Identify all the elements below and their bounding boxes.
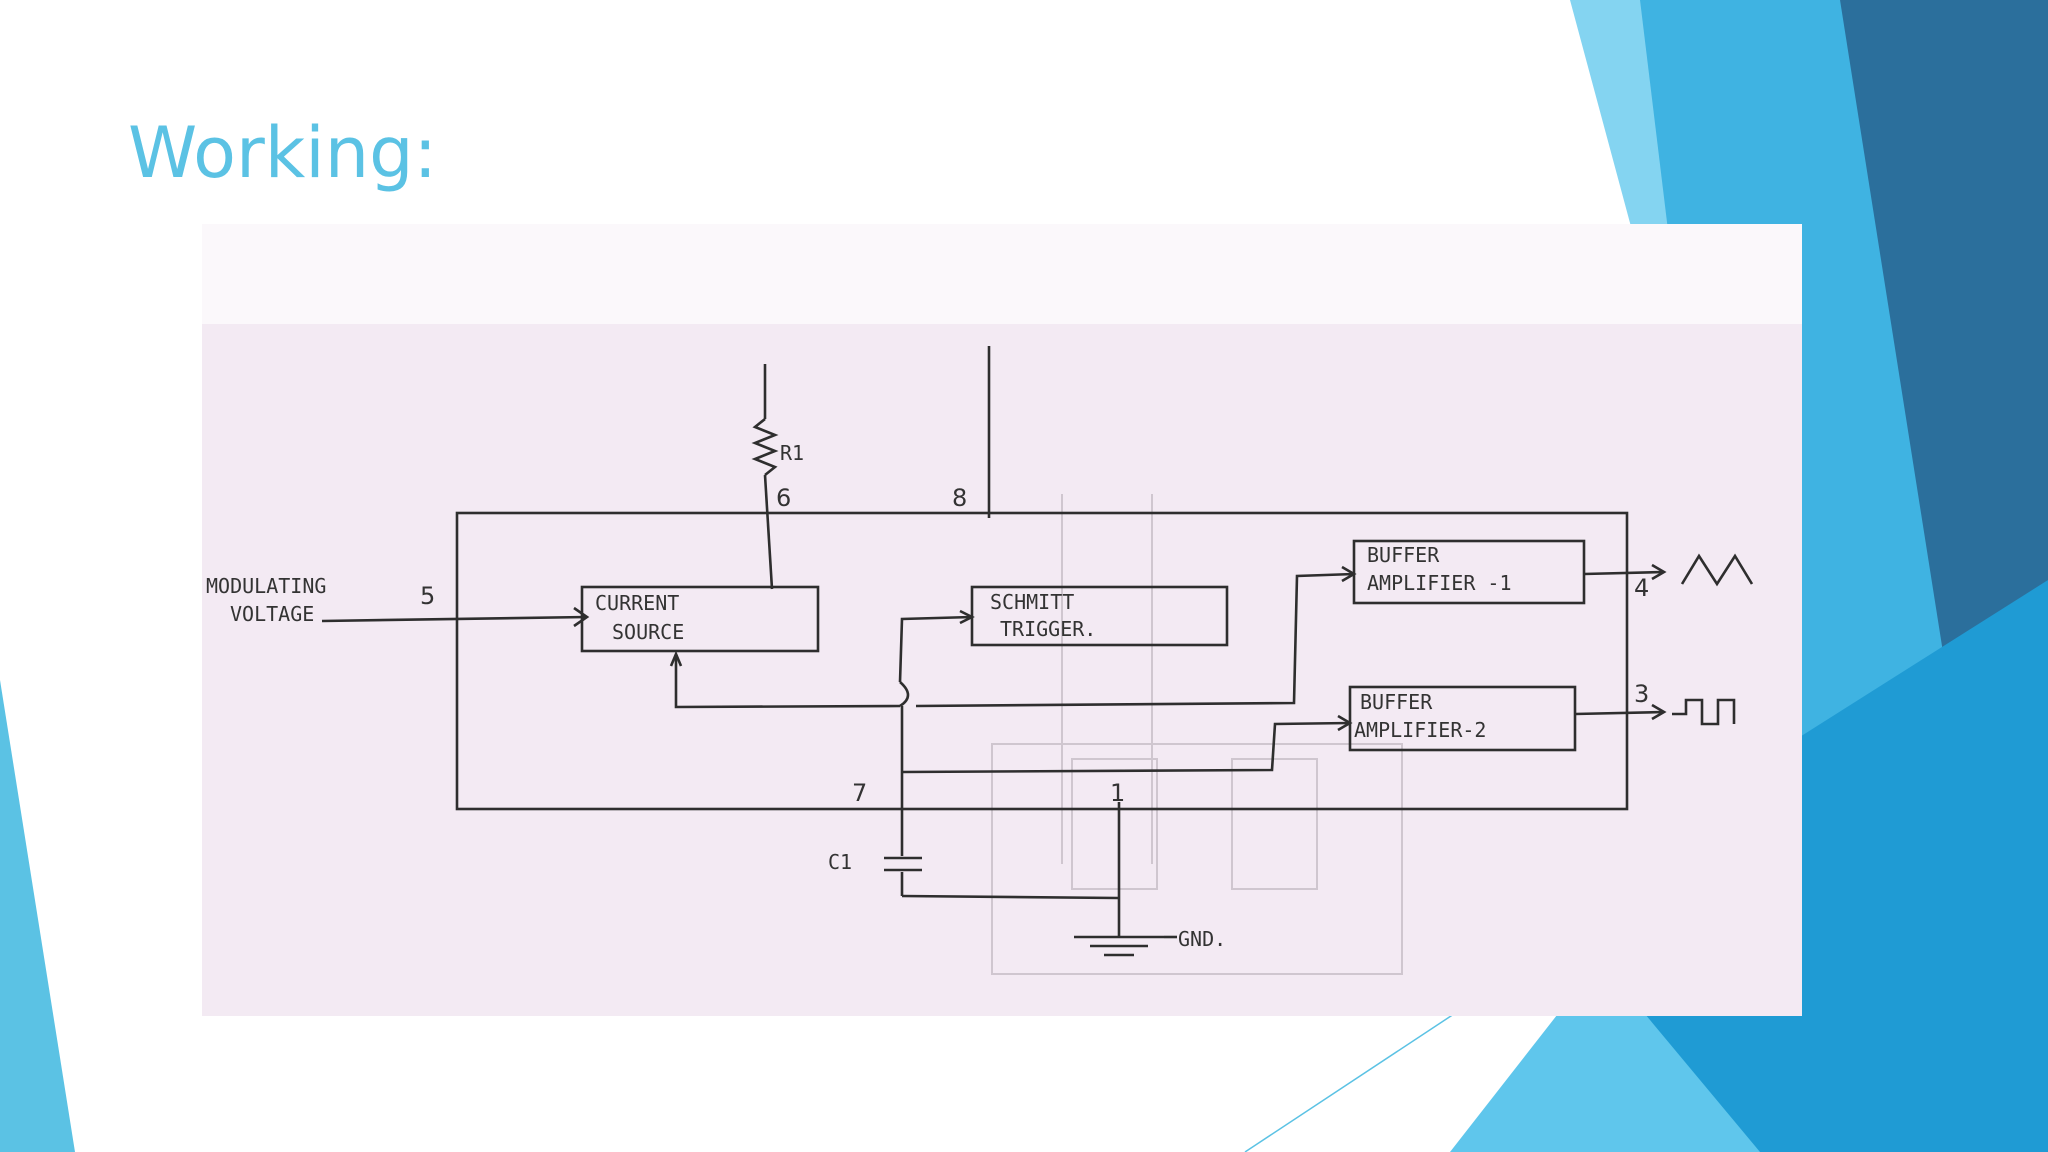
triangle-wave-icon: [1680, 553, 1754, 587]
pin-1-label: 1: [1110, 779, 1125, 807]
buffer-2-label-line1: BUFFER: [1360, 690, 1433, 714]
pin-3-label: 3: [1634, 680, 1649, 708]
buffer-1-label-line1: BUFFER: [1367, 543, 1440, 567]
schmitt-trigger-label-line1: SCHMITT: [990, 590, 1074, 614]
pin-7-label: 7: [852, 779, 867, 807]
ic-outline: [455, 511, 1629, 811]
buffer-amplifier-2-block: [1348, 685, 1577, 752]
resistor-label: R1: [780, 441, 804, 465]
schmitt-trigger-label-line2: TRIGGER.: [1000, 617, 1096, 641]
capacitor-label: C1: [828, 850, 852, 874]
modulating-label: MODULATING: [206, 574, 326, 598]
resistor-symbol: [751, 417, 779, 477]
current-source-label-line2: SOURCE: [612, 620, 684, 644]
paper-bleed-through: [991, 494, 1403, 975]
left-shard: [0, 680, 75, 1152]
diagram-photo: R1 6 8 MODULATING VOLTAGE 5 CURRENT SOUR…: [202, 224, 1802, 1016]
pin-5-label: 5: [420, 582, 435, 610]
arrowhead-current-source-input: [573, 606, 590, 628]
paper-sheet: [202, 324, 1802, 1016]
current-source-label-line1: CURRENT: [595, 591, 679, 615]
voltage-label: VOLTAGE: [230, 602, 314, 626]
buffer-2-output-wire: [1574, 710, 1665, 716]
arrowhead-buffer-2-output: [1651, 703, 1667, 721]
modulating-input-arrow: [321, 615, 588, 623]
current-source-block: [580, 585, 820, 653]
arrowhead-buffer-1-output: [1651, 563, 1667, 581]
paper-top-margin: [202, 224, 1802, 324]
bottom-thin-line: [1244, 1009, 1461, 1152]
ground-label: GND.: [1178, 927, 1226, 951]
buffer-2-label-line2: AMPLIFIER-2: [1354, 718, 1486, 742]
pin-4-label: 4: [1634, 574, 1649, 602]
buffer-1-label-line2: AMPLIFIER -1: [1367, 571, 1512, 595]
slide-title: Working:: [128, 112, 438, 194]
square-wave-icon: [1672, 698, 1736, 726]
pin-6-label: 6: [776, 484, 791, 512]
right-shard-dark: [1840, 0, 2048, 760]
buffer-amplifier-1-block: [1352, 539, 1586, 605]
feedback-wiring: [669, 565, 1357, 816]
bottom-shard-light: [1450, 960, 1760, 1152]
resistor-r1-branch: [751, 364, 779, 590]
ground-wiring: [901, 802, 1177, 957]
pin-8-label: 8: [952, 484, 967, 512]
buffer-1-output-wire: [1583, 570, 1665, 576]
capacitor-c1: [884, 816, 922, 896]
